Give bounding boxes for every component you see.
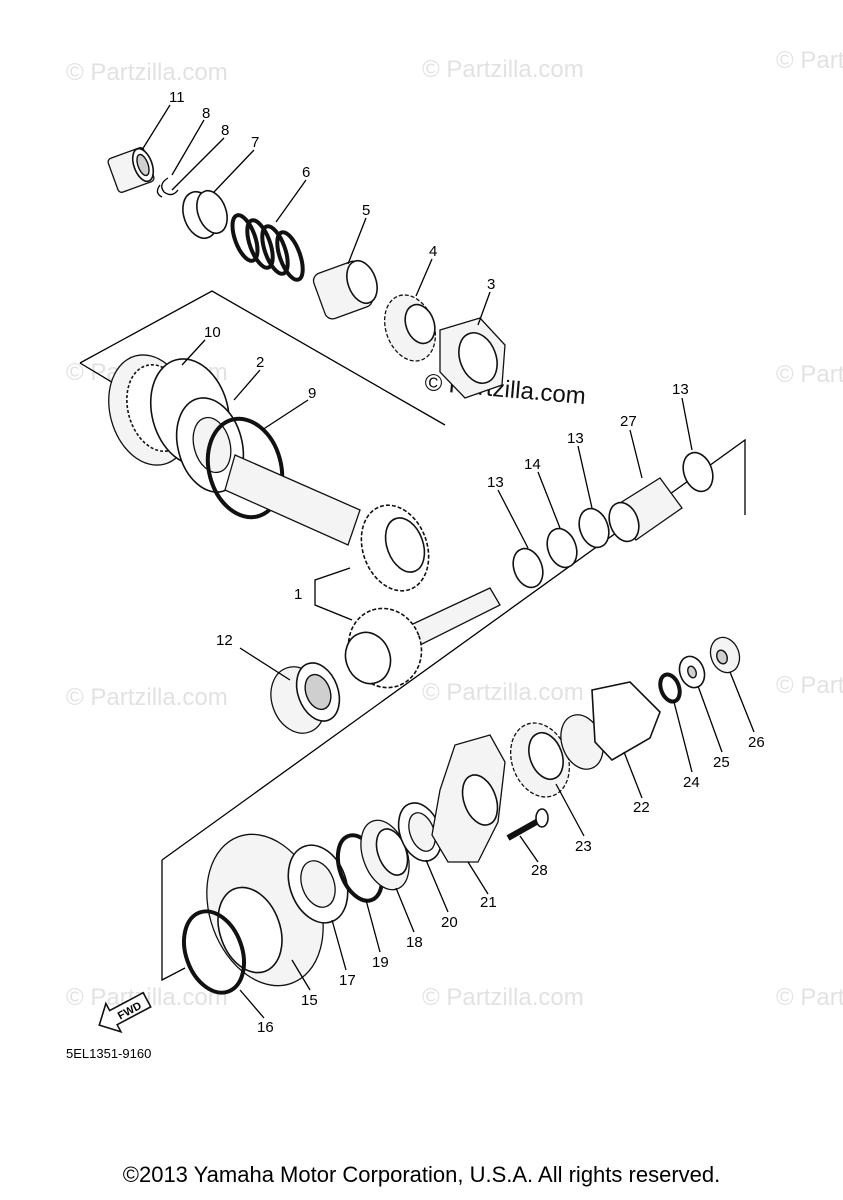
bolt-part bbox=[506, 808, 549, 841]
callout-label: 21 bbox=[480, 894, 497, 911]
nut-part bbox=[439, 317, 506, 399]
circlip-part bbox=[161, 177, 179, 196]
watermark: © Partzilla.com bbox=[776, 361, 843, 388]
callout-label: 6 bbox=[302, 164, 310, 181]
gear-part bbox=[510, 722, 570, 798]
middle-parts bbox=[108, 354, 714, 734]
watermark: © Partzilla.com bbox=[776, 47, 843, 74]
needle-bearing-part bbox=[107, 147, 155, 193]
callout-label: 18 bbox=[406, 934, 423, 951]
nut-part bbox=[709, 636, 741, 674]
o-ring-part bbox=[658, 672, 682, 704]
callout-label: 23 bbox=[575, 838, 592, 855]
lower-parts bbox=[182, 636, 741, 995]
watermark: © Partzilla.com bbox=[422, 679, 584, 706]
watermark: © Partzilla.com bbox=[776, 984, 843, 1011]
cover-plate-part bbox=[431, 734, 506, 863]
callout-label: 27 bbox=[620, 413, 637, 430]
callout-label: 26 bbox=[748, 734, 765, 751]
washer-part bbox=[678, 655, 706, 689]
watermark: © Partzilla.com bbox=[422, 56, 584, 83]
callout-label: 13 bbox=[672, 381, 689, 398]
callout-label: 1 bbox=[294, 586, 302, 603]
watermark: © Partzilla.com bbox=[66, 59, 228, 86]
watermark: © Partzilla.com bbox=[66, 684, 228, 711]
clutch-dog-part bbox=[312, 259, 378, 320]
bearing-part bbox=[287, 844, 349, 924]
callout-label: 13 bbox=[487, 474, 504, 491]
watermark-layer: © Partzilla.com © Partzilla.com © Partzi… bbox=[66, 47, 843, 1011]
callout-label: 17 bbox=[339, 972, 356, 989]
needle-bearing-part bbox=[270, 662, 341, 734]
callout-label: 8 bbox=[221, 122, 229, 139]
leader-lines bbox=[141, 104, 755, 1019]
callout-label: 20 bbox=[441, 914, 458, 931]
callout-label: 28 bbox=[531, 862, 548, 879]
spring-part bbox=[230, 213, 305, 282]
callout-label: 4 bbox=[429, 243, 437, 260]
upper-parts bbox=[107, 147, 506, 399]
callout-label: 9 bbox=[308, 385, 316, 402]
o-ring-part bbox=[205, 416, 285, 520]
callout-label: 3 bbox=[487, 276, 495, 293]
callout-label: 2 bbox=[256, 354, 264, 371]
watermark: © Partzilla.com bbox=[422, 984, 584, 1011]
callout-label: 12 bbox=[216, 632, 233, 649]
assembly-frames bbox=[79, 290, 746, 982]
gear-part bbox=[383, 294, 437, 362]
callout-label: 10 bbox=[204, 324, 221, 341]
collar-part bbox=[608, 477, 683, 543]
callout-labels: 11 8 8 7 6 5 4 3 10 2 9 13 27 13 14 13 1… bbox=[169, 89, 765, 1036]
diagram-code: 5EL1351-9160 bbox=[66, 1046, 152, 1061]
yoke-part bbox=[560, 681, 661, 770]
watermark: © Partzilla.com bbox=[776, 672, 843, 699]
shim-part bbox=[512, 451, 714, 589]
drive-shaft-part bbox=[224, 454, 430, 592]
callout-label: 25 bbox=[713, 754, 730, 771]
circlip-part bbox=[156, 184, 163, 198]
callout-label: 15 bbox=[301, 992, 318, 1009]
callout-label: 8 bbox=[202, 105, 210, 122]
callout-label: 13 bbox=[567, 430, 584, 447]
drive-shaft-part bbox=[344, 587, 501, 689]
copyright-notice: ©2013 Yamaha Motor Corporation, U.S.A. A… bbox=[122, 1162, 721, 1187]
callout-label: 5 bbox=[362, 202, 370, 219]
callout-label: 22 bbox=[633, 799, 650, 816]
callout-label: 19 bbox=[372, 954, 389, 971]
collar-part bbox=[182, 189, 228, 240]
callout-label: 16 bbox=[257, 1019, 274, 1036]
callout-label: 7 bbox=[251, 134, 259, 151]
o-ring-part bbox=[182, 909, 246, 995]
callout-label: 14 bbox=[524, 456, 541, 473]
callout-label: 11 bbox=[169, 89, 185, 106]
callout-label: 24 bbox=[683, 774, 700, 791]
